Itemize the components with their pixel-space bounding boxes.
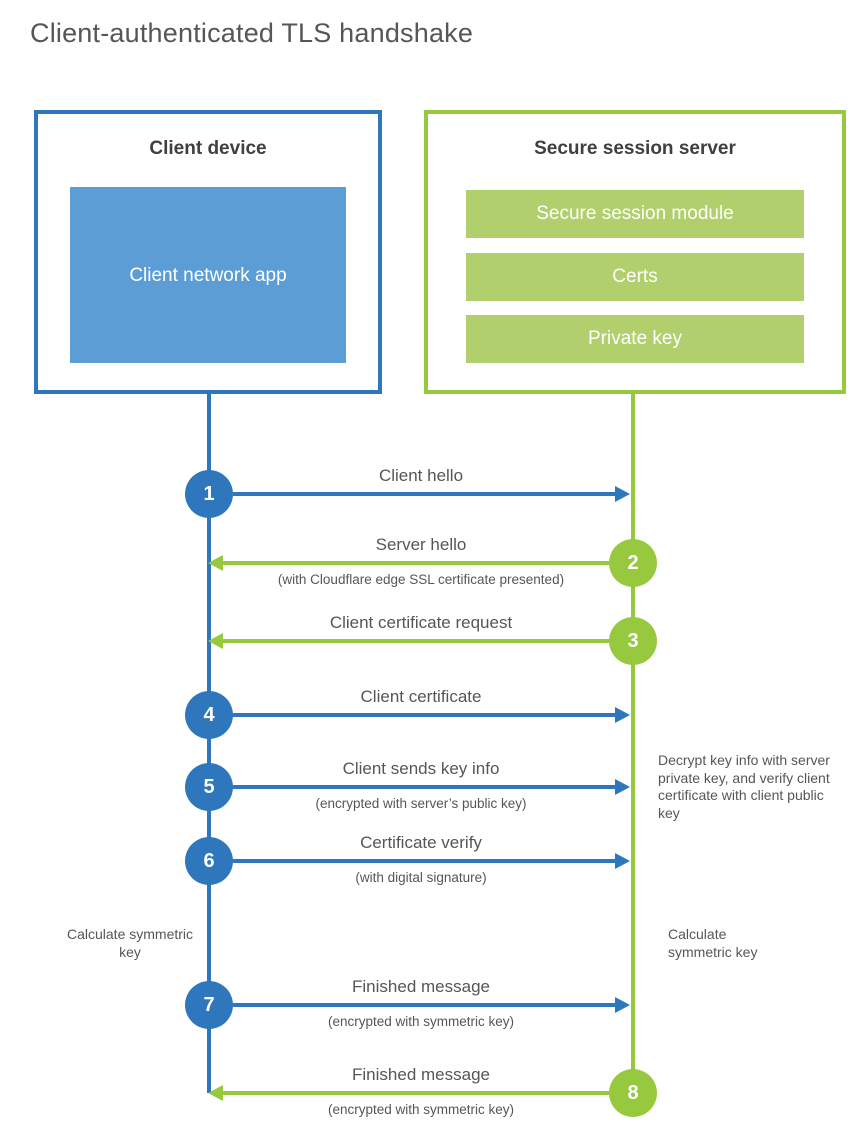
step-8-circle: 8 [609, 1069, 657, 1117]
calculate-symmetric-key-note-server: Calculate symmetric key [668, 926, 758, 960]
calculate-symmetric-key-note-client: Calculate symmetric key [66, 926, 194, 960]
client-network-app-label: Client network app [129, 264, 287, 286]
step-7-label: Finished message [352, 977, 490, 996]
page-title: Client-authenticated TLS handshake [30, 18, 474, 48]
step-2-arrow-left [208, 555, 609, 571]
step-8-arrow-left [208, 1085, 609, 1101]
server-lifeline [631, 393, 635, 1093]
step-7-circle: 7 [185, 981, 233, 1029]
step-6-circle: 6 [185, 837, 233, 885]
step-2-label: Server hello [375, 535, 467, 554]
decrypt-key-info-note: Decrypt key info with server private key… [658, 752, 830, 821]
step-5-circle: 5 [185, 763, 233, 811]
step-1-label: Client hello [378, 466, 464, 485]
step-5-label: Client sends key info [342, 759, 500, 778]
step-1-circle: 1 [185, 470, 233, 518]
client-device-title: Client device [149, 138, 267, 159]
step-2-circle: 2 [609, 539, 657, 587]
step-3-label: Client certificate request [329, 613, 513, 632]
private-key-bar: Private key [466, 315, 804, 363]
step-8-subtext: (encrypted with symmetric key) [327, 1102, 515, 1117]
client-lifeline [207, 393, 211, 1093]
secure-session-server-box: Secure session server Secure session mod… [424, 110, 846, 394]
step-4-circle: 4 [185, 691, 233, 739]
secure-session-server-title: Secure session server [534, 138, 736, 159]
step-7-subtext: (encrypted with symmetric key) [327, 1014, 515, 1029]
step-5-subtext: (encrypted with server’s public key) [315, 796, 527, 811]
step-3-circle: 3 [609, 617, 657, 665]
step-4-label: Client certificate [360, 687, 482, 706]
client-network-app-rect: Client network app [70, 187, 346, 363]
step-7-arrow-right [233, 997, 630, 1013]
step-6-arrow-right [233, 853, 630, 869]
certs-bar: Certs [466, 253, 804, 301]
step-8-label: Finished message [352, 1065, 490, 1084]
step-5-arrow-right [233, 779, 630, 795]
step-1-arrow-right [233, 486, 630, 502]
step-6-subtext: (with digital signature) [355, 870, 487, 885]
client-device-box: Client device Client network app [34, 110, 382, 394]
step-2-subtext: (with Cloudflare edge SSL certificate pr… [277, 572, 565, 587]
step-4-arrow-right [233, 707, 630, 723]
secure-session-module-bar: Secure session module [466, 190, 804, 238]
step-6-label: Certificate verify [360, 833, 482, 852]
step-3-arrow-left [208, 633, 609, 649]
